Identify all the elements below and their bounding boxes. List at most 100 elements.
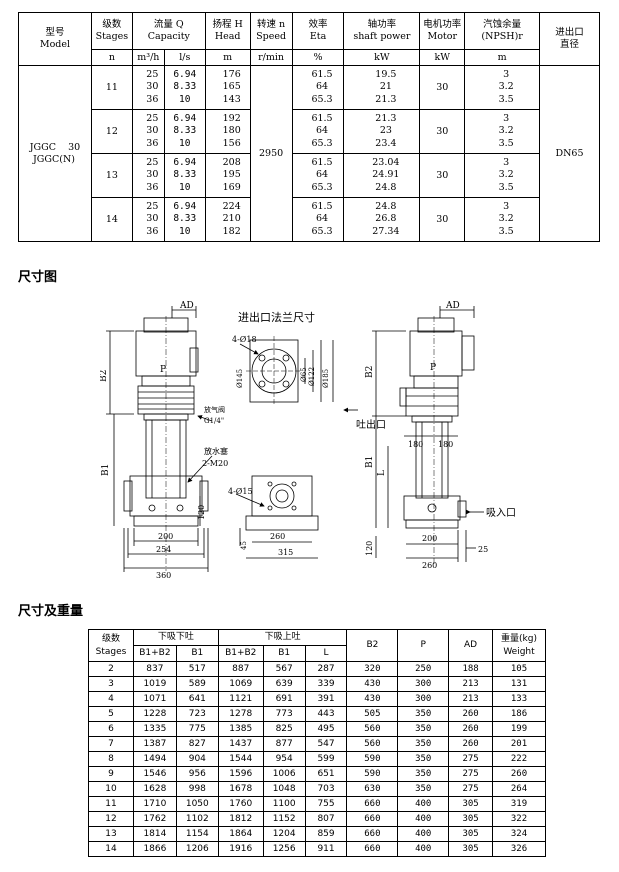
- dim-sub-b1b2-low: B1+B2: [132, 645, 177, 662]
- dim-cell: 222: [492, 751, 546, 767]
- dim-cell: 264: [492, 781, 546, 797]
- dim-cell: 1387: [132, 736, 177, 752]
- flange-view: [235, 336, 358, 559]
- label-bolt-holes-top: 4-Ø18: [232, 335, 257, 344]
- dim-cell: 1152: [262, 811, 306, 827]
- dim-cell: 287: [304, 661, 348, 677]
- dim-sub-l: L: [304, 645, 348, 662]
- dim-cell: 9: [88, 766, 134, 782]
- label-inlet: 吸入口: [486, 508, 516, 519]
- dim-sub-b1-up: B1: [262, 645, 306, 662]
- dim-cell: 1256: [262, 841, 306, 857]
- perf-stage: 11: [90, 65, 133, 110]
- dim-cell: 275: [448, 781, 493, 797]
- dim-header-p: P: [397, 629, 450, 662]
- dim-cell: 1228: [132, 706, 177, 722]
- dim-cell: 1204: [262, 826, 306, 842]
- dim-B1-right: B1: [365, 456, 375, 468]
- dim-cell: 260: [448, 736, 493, 752]
- dim-cell: 305: [448, 811, 493, 827]
- dim-cell: 400: [397, 826, 450, 842]
- dim-cell: 320: [346, 661, 399, 677]
- dim-cell: 825: [262, 721, 306, 737]
- model-name-1: JGGC: [29, 141, 56, 153]
- dim-cell: 201: [492, 736, 546, 752]
- dim-cell: 1100: [262, 796, 306, 812]
- perf-unit-head: m: [204, 49, 251, 66]
- dim-360: 360: [156, 571, 171, 580]
- dim-cell: 1812: [217, 811, 264, 827]
- perf-diameter: DN65: [539, 65, 600, 242]
- dim-cell: 1760: [217, 796, 264, 812]
- dim-cell: 105: [492, 661, 546, 677]
- dim-cell: 7: [88, 736, 134, 752]
- dim-d145: Ø145: [236, 369, 244, 388]
- dim-cell: 400: [397, 841, 450, 857]
- dim-cell: 775: [175, 721, 219, 737]
- dim-cell: 589: [175, 676, 219, 692]
- dim-cell: 877: [262, 736, 306, 752]
- perf-stage: 13: [90, 153, 133, 198]
- dim-cell: 837: [132, 661, 177, 677]
- dim-cell: 1048: [262, 781, 306, 797]
- dim-cell: 630: [346, 781, 399, 797]
- dim-cell: 517: [175, 661, 219, 677]
- dim-cell: 599: [304, 751, 348, 767]
- dim-cell: 10: [88, 781, 134, 797]
- dim-cell: 12: [88, 811, 134, 827]
- perf-unit-stages: n: [90, 49, 133, 66]
- dim-header-weight: 重量(kg)Weight: [492, 629, 546, 662]
- dim-cell: 350: [397, 751, 450, 767]
- dim-cell: 691: [262, 691, 306, 707]
- perf-unit-m3h: m³/h: [131, 49, 165, 66]
- flange-title: 进出口法兰尺寸: [238, 310, 315, 324]
- dim-cell: 1866: [132, 841, 177, 857]
- dim-cell: 1546: [132, 766, 177, 782]
- dim-cell: 887: [217, 661, 264, 677]
- dim-P-left: P: [160, 365, 166, 375]
- dim-cell: 3: [88, 676, 134, 692]
- dim-cell: 1628: [132, 781, 177, 797]
- dim-45: 45: [240, 541, 248, 550]
- dim-cell: 567: [262, 661, 306, 677]
- dim-cell: 1069: [217, 676, 264, 692]
- dim-200-right: 200: [422, 534, 437, 543]
- dim-cell: 305: [448, 841, 493, 857]
- dim-cell: 322: [492, 811, 546, 827]
- perf-unit-speed: r/min: [249, 49, 293, 66]
- dim-254: 254: [156, 545, 171, 554]
- dim-cell: 5: [88, 706, 134, 722]
- dim-cell: 260: [448, 721, 493, 737]
- dim-cell: 260: [492, 766, 546, 782]
- dim-cell: 1814: [132, 826, 177, 842]
- dim-cell: 547: [304, 736, 348, 752]
- dim-cell: 998: [175, 781, 219, 797]
- dim-cell: 350: [397, 766, 450, 782]
- dim-cell: 1385: [217, 721, 264, 737]
- dim-cell: 1102: [175, 811, 219, 827]
- perf-motor: 30: [419, 153, 466, 198]
- dim-cell: 260: [448, 706, 493, 722]
- dim-cell: 641: [175, 691, 219, 707]
- dim-cell: 1864: [217, 826, 264, 842]
